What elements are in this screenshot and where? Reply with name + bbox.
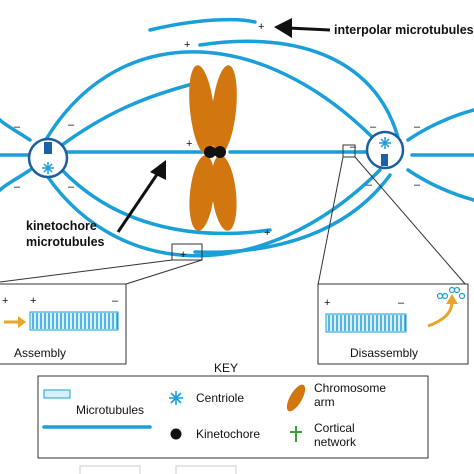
key-chromosome-label-line1: Chromosome	[314, 381, 386, 395]
assembly-panel: + + – Assembly	[0, 283, 127, 365]
key-microtubules-label: Microtubules	[76, 403, 144, 417]
key-chromosome-label-line2: arm	[314, 395, 335, 409]
key-cortical-label-line2: network	[314, 435, 357, 449]
assembly-label: Assembly	[14, 346, 66, 360]
astral-microtubule-left-down	[0, 168, 32, 192]
key-kinetochore-icon	[170, 428, 182, 440]
chromosome-arm	[211, 155, 237, 231]
plus-marker: +	[2, 295, 8, 307]
plus-marker: +	[180, 249, 186, 261]
interpolar-arrow	[274, 18, 331, 38]
interpolar-microtubule-lower	[60, 168, 272, 236]
interpolar-microtubule-overlap-top	[148, 17, 257, 32]
key-cortical-label-line1: Cortical	[314, 421, 355, 435]
minus-marker: –	[68, 119, 75, 131]
plus-marker: +	[186, 138, 192, 150]
centrosome-right	[365, 130, 405, 170]
interpolar-microtubule-bottom	[38, 163, 382, 258]
key-cortical-network-icon	[290, 426, 302, 442]
minus-marker: –	[350, 141, 357, 153]
key-kinetochore-label: Kinetochore	[196, 427, 260, 441]
plus-marker: +	[264, 227, 270, 239]
centrosome-left	[27, 137, 69, 179]
minus-marker: –	[14, 121, 21, 133]
kinetochore-label-line1: kinetochore	[26, 219, 97, 233]
centriole-block	[381, 154, 388, 166]
kinetochore-label-line2: microtubules	[26, 235, 105, 249]
minus-marker: –	[366, 179, 373, 191]
astral-microtubule-right-up	[406, 108, 474, 142]
centriole-icon	[379, 137, 391, 149]
centriole-block	[44, 142, 52, 154]
minus-marker: –	[414, 179, 421, 191]
chromosome-arm	[189, 65, 215, 155]
interpolar-microtubule-lower-right	[193, 173, 392, 254]
minus-marker: –	[414, 121, 421, 133]
interpolar-label: interpolar microtubules	[334, 23, 474, 37]
chromosome-arm	[211, 65, 237, 155]
cropped-shape	[175, 465, 237, 474]
key-centriole-icon	[169, 391, 183, 405]
disassembly-panel: + – Disassembly	[317, 283, 469, 365]
centriole-icon	[42, 162, 54, 174]
spindle-microtubules	[0, 17, 474, 258]
plus-marker: +	[30, 295, 36, 307]
plus-marker: +	[258, 21, 264, 33]
disassembly-label: Disassembly	[350, 346, 418, 360]
kinetochore-microtubule-upper	[60, 80, 202, 147]
chromosome	[189, 65, 237, 231]
free-tubulin-dimers	[436, 286, 466, 300]
interpolar-microtubule-top	[38, 50, 382, 152]
plus-marker: +	[324, 297, 330, 309]
chromosome-arm	[189, 155, 215, 231]
key-chromosome-arm-icon	[286, 384, 306, 412]
minus-marker: –	[370, 121, 377, 133]
microtubule-polymer	[29, 311, 119, 331]
assembly-callout-box	[171, 243, 203, 261]
minus-marker: –	[68, 181, 75, 193]
astral-microtubule-left-up	[0, 118, 32, 142]
microtubule-polymer	[325, 313, 407, 333]
disassembly-arrow	[427, 301, 454, 328]
key-centriole-label: Centriole	[196, 391, 244, 405]
interpolar-microtubule-upper-right	[198, 39, 402, 147]
key-microtubule-polymer-icon	[43, 389, 71, 399]
kinetochore-arrow	[116, 160, 166, 233]
kinetochore-dot	[214, 146, 226, 158]
plus-marker: +	[184, 39, 190, 51]
kinetochore-dot	[204, 146, 216, 158]
key-box: Microtubules Centriole Kinetochore Chrom…	[37, 375, 429, 459]
cropped-shape	[79, 465, 141, 474]
minus-marker: –	[14, 181, 21, 193]
minus-marker: –	[398, 297, 405, 309]
key-title: KEY	[214, 361, 238, 375]
minus-marker: –	[112, 295, 119, 307]
disassembly-callout-box	[342, 144, 356, 158]
astral-microtubule-right-down	[406, 168, 474, 202]
